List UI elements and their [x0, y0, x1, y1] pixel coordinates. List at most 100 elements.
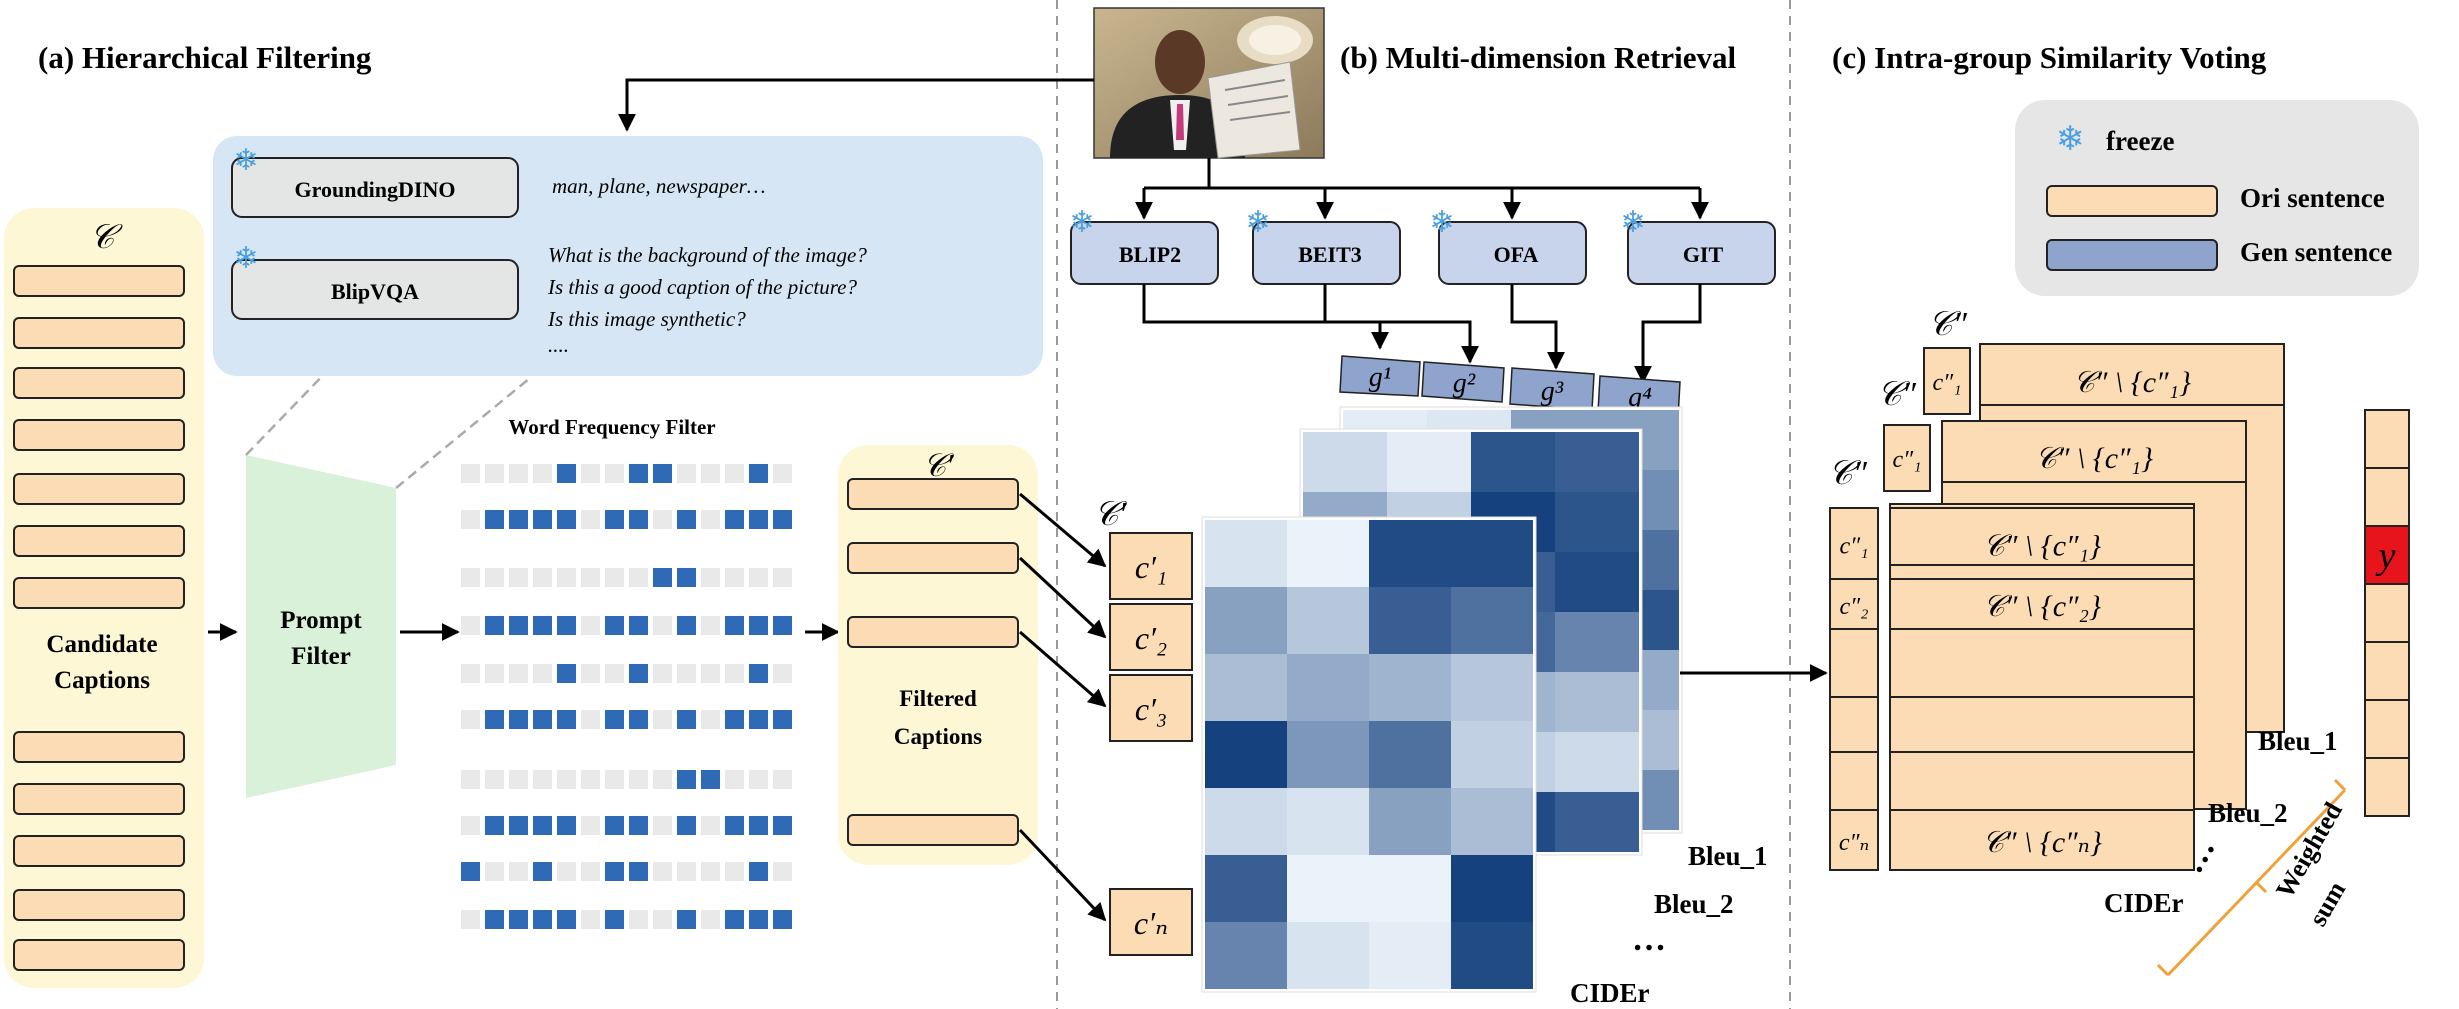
vqa-question-1: What is the background of the image?: [548, 243, 867, 267]
word-freq-cell: [581, 862, 600, 881]
heatmap-bleu2-cell: [1555, 612, 1639, 672]
input-photo: [1093, 7, 1325, 159]
svg-text:c′₂: c′₂: [1135, 620, 1167, 656]
candidate-caption-3: [13, 367, 185, 399]
svg-text:g²: g²: [1453, 368, 1476, 399]
word-freq-title: Word Frequency Filter: [508, 415, 715, 439]
arrow-blip2-g: [1142, 284, 1389, 350]
freeze-icon: ❄: [1620, 205, 1645, 240]
word-freq-cell: [581, 910, 600, 929]
heatmap-bleu2-cell: [1555, 552, 1639, 612]
word-freq-cell: [653, 616, 672, 635]
word-freq-cell: [461, 910, 480, 929]
candidate-label-line2: Captions: [54, 667, 150, 694]
output-vector-cell: [2364, 467, 2410, 527]
word-freq-cell: [749, 862, 768, 881]
word-freq-cell: [485, 464, 504, 483]
heatmap-cider-cell: [1205, 788, 1287, 855]
word-freq-cell: [773, 616, 792, 635]
word-freq-cell: [605, 770, 624, 789]
heatmap-cider-cell: [1451, 721, 1533, 788]
word-freq-cell: [509, 816, 528, 835]
panel-c-title: (c) Intra-group Similarity Voting: [1832, 40, 2267, 75]
sum-label: sum: [2303, 876, 2351, 931]
heatmap-bleu2-cell: [1555, 432, 1639, 492]
ofa-label: OFA: [1494, 242, 1539, 267]
word-freq-cell: [461, 664, 480, 683]
word-freq-cell: [773, 816, 792, 835]
word-freq-cell: [485, 568, 504, 587]
output-vector-cell: [2364, 409, 2410, 469]
arrow-beit3-g: [1323, 284, 1479, 364]
word-freq-cell: [701, 862, 720, 881]
vqa-question-2: Is this a good caption of the picture?: [547, 275, 857, 299]
legend-gen-swatch: [2046, 239, 2218, 271]
word-freq-cell: [509, 664, 528, 683]
svg-text:c′₃: c′₃: [1135, 691, 1167, 727]
legend-gen: Gen sentence: [2240, 237, 2392, 267]
freeze-icon: ❄: [233, 241, 258, 276]
candidate-caption-7: [13, 577, 185, 609]
word-freq-cell: [749, 910, 768, 929]
freeze-icon: ❄: [1429, 205, 1454, 240]
heatmap-cider-cell: [1205, 654, 1287, 721]
word-freq-cell: [509, 464, 528, 483]
filtered-caption-n: [847, 814, 1019, 846]
word-freq-cell: [725, 910, 744, 929]
candidate-caption-5: [13, 473, 185, 505]
legend-ori: Ori sentence: [2240, 183, 2385, 213]
metric-cider-c: CIDEr: [2104, 888, 2184, 918]
output-vector-cell: [2364, 641, 2410, 701]
svg-text:c″₁: c″₁: [1933, 370, 1962, 396]
arrow-git-g: [1634, 284, 1702, 384]
word-freq-cell: [557, 816, 576, 835]
candidate-label-line1: Candidate: [46, 631, 157, 658]
heatmap-cider-cell: [1451, 654, 1533, 721]
word-freq-cell: [533, 664, 552, 683]
word-freq-cell: [581, 568, 600, 587]
word-freq-cell: [653, 710, 672, 729]
word-freq-cell: [749, 816, 768, 835]
freeze-icons: ❄❄❄❄❄❄: [233, 143, 1645, 276]
metric-bleu2-c: Bleu_2: [2208, 798, 2288, 828]
word-freq-cell: [725, 664, 744, 683]
word-freq-cell: [653, 568, 672, 587]
word-freq-cell: [461, 510, 480, 529]
svg-text:c″₁: c″₁: [1893, 447, 1922, 473]
word-freq-cell: [653, 862, 672, 881]
word-freq-cell: [485, 710, 504, 729]
word-freq-cell: [461, 862, 480, 881]
word-freq-cell: [533, 464, 552, 483]
word-freq-cell: [461, 770, 480, 789]
candidate-caption-1: [13, 265, 185, 297]
word-freq-cell: [701, 464, 720, 483]
blipvqa-label: BlipVQA: [331, 279, 419, 304]
caption-cell-cn: c′ₙ: [1109, 888, 1193, 956]
svg-text:g¹: g¹: [1369, 362, 1391, 393]
word-freq-cell: [557, 464, 576, 483]
word-freq-cell: [533, 816, 552, 835]
word-freq-cell: [509, 770, 528, 789]
word-freq-cell: [533, 770, 552, 789]
word-freq-cell: [773, 710, 792, 729]
word-freq-cell: [773, 568, 792, 587]
front-cell-label: c″ₙ: [1839, 830, 1869, 856]
word-freq-cell: [581, 664, 600, 683]
blip2-label: BLIP2: [1119, 242, 1181, 267]
word-freq-cell: [485, 910, 504, 929]
front-row-label: 𝒞″ \ {c″ₙ}: [1982, 826, 2102, 859]
front-row-label: 𝒞″ \ {c″₁}: [1983, 530, 2101, 563]
heatmap-cider-cell: [1287, 788, 1369, 855]
heatmap-cider-cell: [1451, 520, 1533, 587]
word-freq-cell: [485, 664, 504, 683]
word-freq-cell: [749, 568, 768, 587]
word-freq-cell: [725, 816, 744, 835]
word-freq-cell: [773, 862, 792, 881]
candidate-caption-10: [13, 835, 185, 867]
candidate-caption-6: [13, 525, 185, 557]
word-freq-cell: [605, 616, 624, 635]
word-freq-cell: [653, 770, 672, 789]
candidate-caption-rows: [13, 265, 185, 971]
metric-bleu2-b: Bleu_2: [1654, 889, 1734, 919]
